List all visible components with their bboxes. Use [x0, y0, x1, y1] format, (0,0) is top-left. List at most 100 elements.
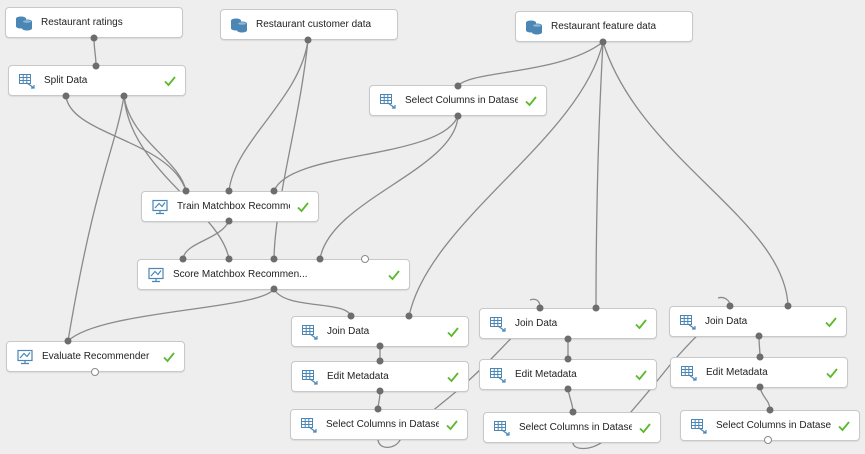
input-port[interactable] [64, 337, 72, 345]
module-label: Select Columns in Dataset [716, 420, 831, 431]
module-label: Score Matchbox Recommen... [173, 269, 308, 280]
output-port[interactable] [756, 383, 764, 391]
input-port[interactable] [564, 355, 572, 363]
output-port[interactable] [376, 342, 384, 350]
module-label: Join Data [705, 316, 748, 327]
wire [228, 39, 309, 192]
input-port[interactable] [374, 405, 382, 413]
module-grid-icon [299, 415, 319, 435]
module-label: Restaurant feature data [551, 21, 657, 32]
module-label: Train Matchbox Recommen... [177, 201, 290, 212]
module-select-columns-top[interactable]: Select Columns in Dataset [369, 85, 547, 116]
output-port[interactable] [454, 112, 462, 120]
module-grid-icon [488, 365, 508, 385]
input-port-empty[interactable] [361, 255, 369, 263]
module-grid-icon [678, 312, 698, 332]
module-edit-metadata-3[interactable]: Edit Metadata [670, 357, 848, 388]
train-icon [150, 197, 170, 217]
output-port[interactable] [564, 385, 572, 393]
wire [595, 41, 604, 309]
wire [123, 95, 187, 192]
input-port[interactable] [569, 408, 577, 416]
module-grid-icon [300, 322, 320, 342]
module-grid-icon [689, 416, 709, 436]
input-port[interactable] [270, 255, 278, 263]
module-label: Edit Metadata [327, 371, 389, 382]
wire [123, 95, 230, 260]
output-port[interactable] [90, 34, 98, 42]
input-port[interactable] [182, 187, 190, 195]
checkmark-icon [163, 351, 175, 362]
wire [457, 41, 604, 87]
input-port[interactable] [766, 406, 774, 414]
output-port[interactable] [376, 387, 384, 395]
input-port[interactable] [92, 62, 100, 70]
module-score-matchbox-recommender[interactable]: Score Matchbox Recommen... [137, 259, 410, 290]
output-port[interactable] [755, 332, 763, 340]
dataset-icon [524, 17, 544, 37]
checkmark-icon [838, 420, 850, 431]
input-port[interactable] [316, 255, 324, 263]
module-label: Edit Metadata [706, 367, 768, 378]
input-port[interactable] [270, 187, 278, 195]
module-restaurant-ratings[interactable]: Restaurant ratings [5, 7, 183, 38]
checkmark-icon [446, 419, 458, 430]
module-edit-metadata-1[interactable]: Edit Metadata [291, 361, 469, 392]
module-label: Join Data [327, 326, 370, 337]
wire [408, 41, 604, 317]
input-port[interactable] [347, 312, 355, 320]
input-port[interactable] [784, 302, 792, 310]
output-port[interactable] [62, 92, 70, 100]
module-select-columns-3[interactable]: Select Columns in Dataset [680, 410, 860, 441]
module-label: Select Columns in Dataset [519, 422, 632, 433]
input-port[interactable] [536, 304, 544, 312]
checkmark-icon [164, 75, 176, 86]
output-port-empty[interactable] [764, 436, 772, 444]
checkmark-icon [525, 95, 537, 106]
checkmark-icon [297, 201, 309, 212]
module-join-data-3[interactable]: Join Data [669, 306, 847, 337]
module-select-columns-2[interactable]: Select Columns in Dataset [483, 412, 661, 443]
checkmark-icon [826, 367, 838, 378]
input-port[interactable] [756, 353, 764, 361]
module-split-data[interactable]: Split Data [8, 65, 186, 96]
module-grid-icon [17, 71, 37, 91]
input-port[interactable] [726, 302, 734, 310]
module-label: Select Columns in Dataset [326, 419, 439, 430]
module-grid-icon [488, 314, 508, 334]
module-join-data-2[interactable]: Join Data [479, 308, 657, 339]
input-port[interactable] [405, 312, 413, 320]
output-port[interactable] [304, 36, 312, 44]
input-port[interactable] [225, 187, 233, 195]
wire [273, 288, 352, 317]
input-port[interactable] [225, 255, 233, 263]
train-icon [146, 265, 166, 285]
module-label: Restaurant customer data [256, 19, 372, 30]
output-port[interactable] [599, 38, 607, 46]
input-port[interactable] [592, 304, 600, 312]
module-restaurant-feature-data[interactable]: Restaurant feature data [515, 11, 693, 42]
dataset-icon [229, 15, 249, 35]
checkmark-icon [635, 369, 647, 380]
output-port-empty[interactable] [91, 368, 99, 376]
module-label: Select Columns in Dataset [405, 95, 518, 106]
checkmark-icon [447, 371, 459, 382]
module-restaurant-customer-data[interactable]: Restaurant customer data [220, 9, 398, 40]
module-join-data-1[interactable]: Join Data [291, 316, 469, 347]
output-port[interactable] [120, 92, 128, 100]
input-port[interactable] [179, 255, 187, 263]
input-port[interactable] [454, 82, 462, 90]
module-grid-icon [300, 367, 320, 387]
output-port[interactable] [225, 217, 233, 225]
checkmark-icon [639, 422, 651, 433]
output-port[interactable] [270, 285, 278, 293]
input-port[interactable] [376, 357, 384, 365]
checkmark-icon [447, 326, 459, 337]
module-select-columns-1[interactable]: Select Columns in Dataset [290, 409, 468, 440]
wire [65, 95, 187, 192]
wire [182, 220, 230, 260]
module-label: Restaurant ratings [41, 17, 123, 28]
output-port[interactable] [564, 335, 572, 343]
wire [602, 41, 789, 307]
